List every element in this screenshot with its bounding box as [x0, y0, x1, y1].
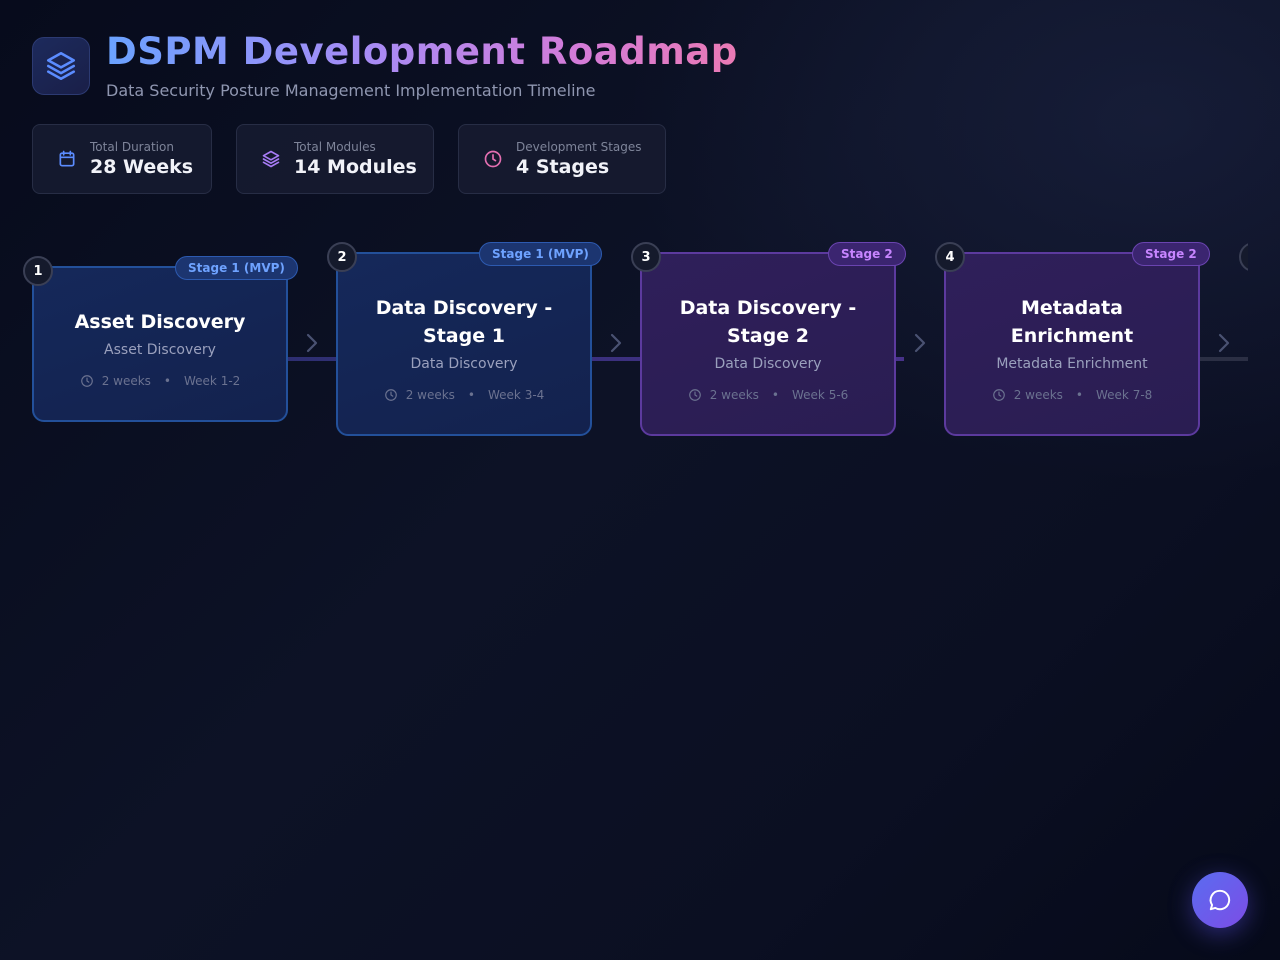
layers-icon — [261, 149, 281, 169]
card-duration: 2 weeks — [709, 388, 759, 402]
roadmap-timeline: Asset Discovery Asset Discovery 2 weeks … — [0, 240, 1248, 460]
stage-badge: Stage 1 (MVP) — [175, 256, 298, 280]
card-meta: 2 weeks • Week 7-8 — [992, 388, 1153, 402]
clock-icon — [384, 388, 398, 402]
stat-value: 28 Weeks — [90, 156, 194, 178]
card-title: Data Discovery - Stage 2 — [679, 297, 857, 347]
card-duration: 2 weeks — [101, 374, 151, 388]
card-duration: 2 weeks — [405, 388, 455, 402]
chevron-right-icon — [914, 333, 926, 353]
step-number: 4 — [935, 242, 965, 272]
meta-separator: • — [771, 388, 779, 402]
timeline-card-1[interactable]: Asset Discovery Asset Discovery 2 weeks … — [32, 266, 288, 422]
card-subtitle: Data Discovery — [410, 356, 518, 372]
stage-badge: Stage 1 (MVP) — [479, 242, 602, 266]
card-subtitle: Asset Discovery — [104, 342, 216, 358]
clock-icon — [483, 149, 503, 169]
stats-row: Total Duration 28 Weeks Total Modules 14… — [32, 124, 690, 194]
timeline-card-3[interactable]: Data Discovery - Stage 2 Data Discovery … — [640, 252, 896, 436]
step-number: 3 — [631, 242, 661, 272]
stat-total-duration: Total Duration 28 Weeks — [32, 124, 212, 194]
card-subtitle: Data Discovery — [714, 356, 822, 372]
step-number: 2 — [327, 242, 357, 272]
clock-icon — [992, 388, 1006, 402]
stat-label: Development Stages — [516, 140, 642, 154]
chevron-right-icon — [610, 333, 622, 353]
page-title: DSPM Development Roadmap — [106, 30, 738, 73]
stat-value: 14 Modules — [294, 156, 417, 178]
layers-icon — [32, 37, 90, 95]
card-weeks: Week 7-8 — [1096, 388, 1153, 402]
meta-separator: • — [467, 388, 475, 402]
card-meta: 2 weeks • Week 3-4 — [384, 388, 545, 402]
step-number: 1 — [23, 256, 53, 286]
card-title: Metadata Enrichment — [1010, 297, 1134, 347]
card-duration: 2 weeks — [1013, 388, 1063, 402]
calendar-icon — [57, 149, 77, 169]
timeline-card-2[interactable]: Data Discovery - Stage 1 Data Discovery … — [336, 252, 592, 436]
card-weeks: Week 3-4 — [488, 388, 545, 402]
clock-icon — [80, 374, 94, 388]
chevron-right-icon — [306, 333, 318, 353]
stat-label: Total Duration — [90, 140, 174, 154]
stage-badge: Stage 2 — [828, 242, 906, 266]
card-weeks: Week 1-2 — [184, 374, 241, 388]
meta-separator: • — [1075, 388, 1083, 402]
stat-development-stages: Development Stages 4 Stages — [458, 124, 666, 194]
page-header: DSPM Development Roadmap Data Security P… — [32, 32, 738, 100]
page-subtitle: Data Security Posture Management Impleme… — [106, 81, 596, 100]
card-weeks: Week 5-6 — [792, 388, 849, 402]
stage-badge: Stage 2 — [1132, 242, 1210, 266]
chat-bubble-icon — [1209, 889, 1231, 911]
clock-icon — [688, 388, 702, 402]
card-meta: 2 weeks • Week 5-6 — [688, 388, 849, 402]
card-title: Data Discovery - Stage 1 — [375, 297, 553, 347]
stat-total-modules: Total Modules 14 Modules — [236, 124, 434, 194]
stat-label: Total Modules — [294, 140, 376, 154]
step-number-next — [1239, 242, 1248, 272]
meta-separator: • — [163, 374, 171, 388]
timeline-card-4[interactable]: Metadata Enrichment Metadata Enrichment … — [944, 252, 1200, 436]
chat-button[interactable] — [1192, 872, 1248, 928]
chevron-right-icon — [1218, 333, 1230, 353]
card-meta: 2 weeks • Week 1-2 — [80, 374, 241, 388]
stat-value: 4 Stages — [516, 156, 610, 178]
card-subtitle: Metadata Enrichment — [996, 356, 1148, 372]
card-title: Asset Discovery — [74, 311, 246, 333]
